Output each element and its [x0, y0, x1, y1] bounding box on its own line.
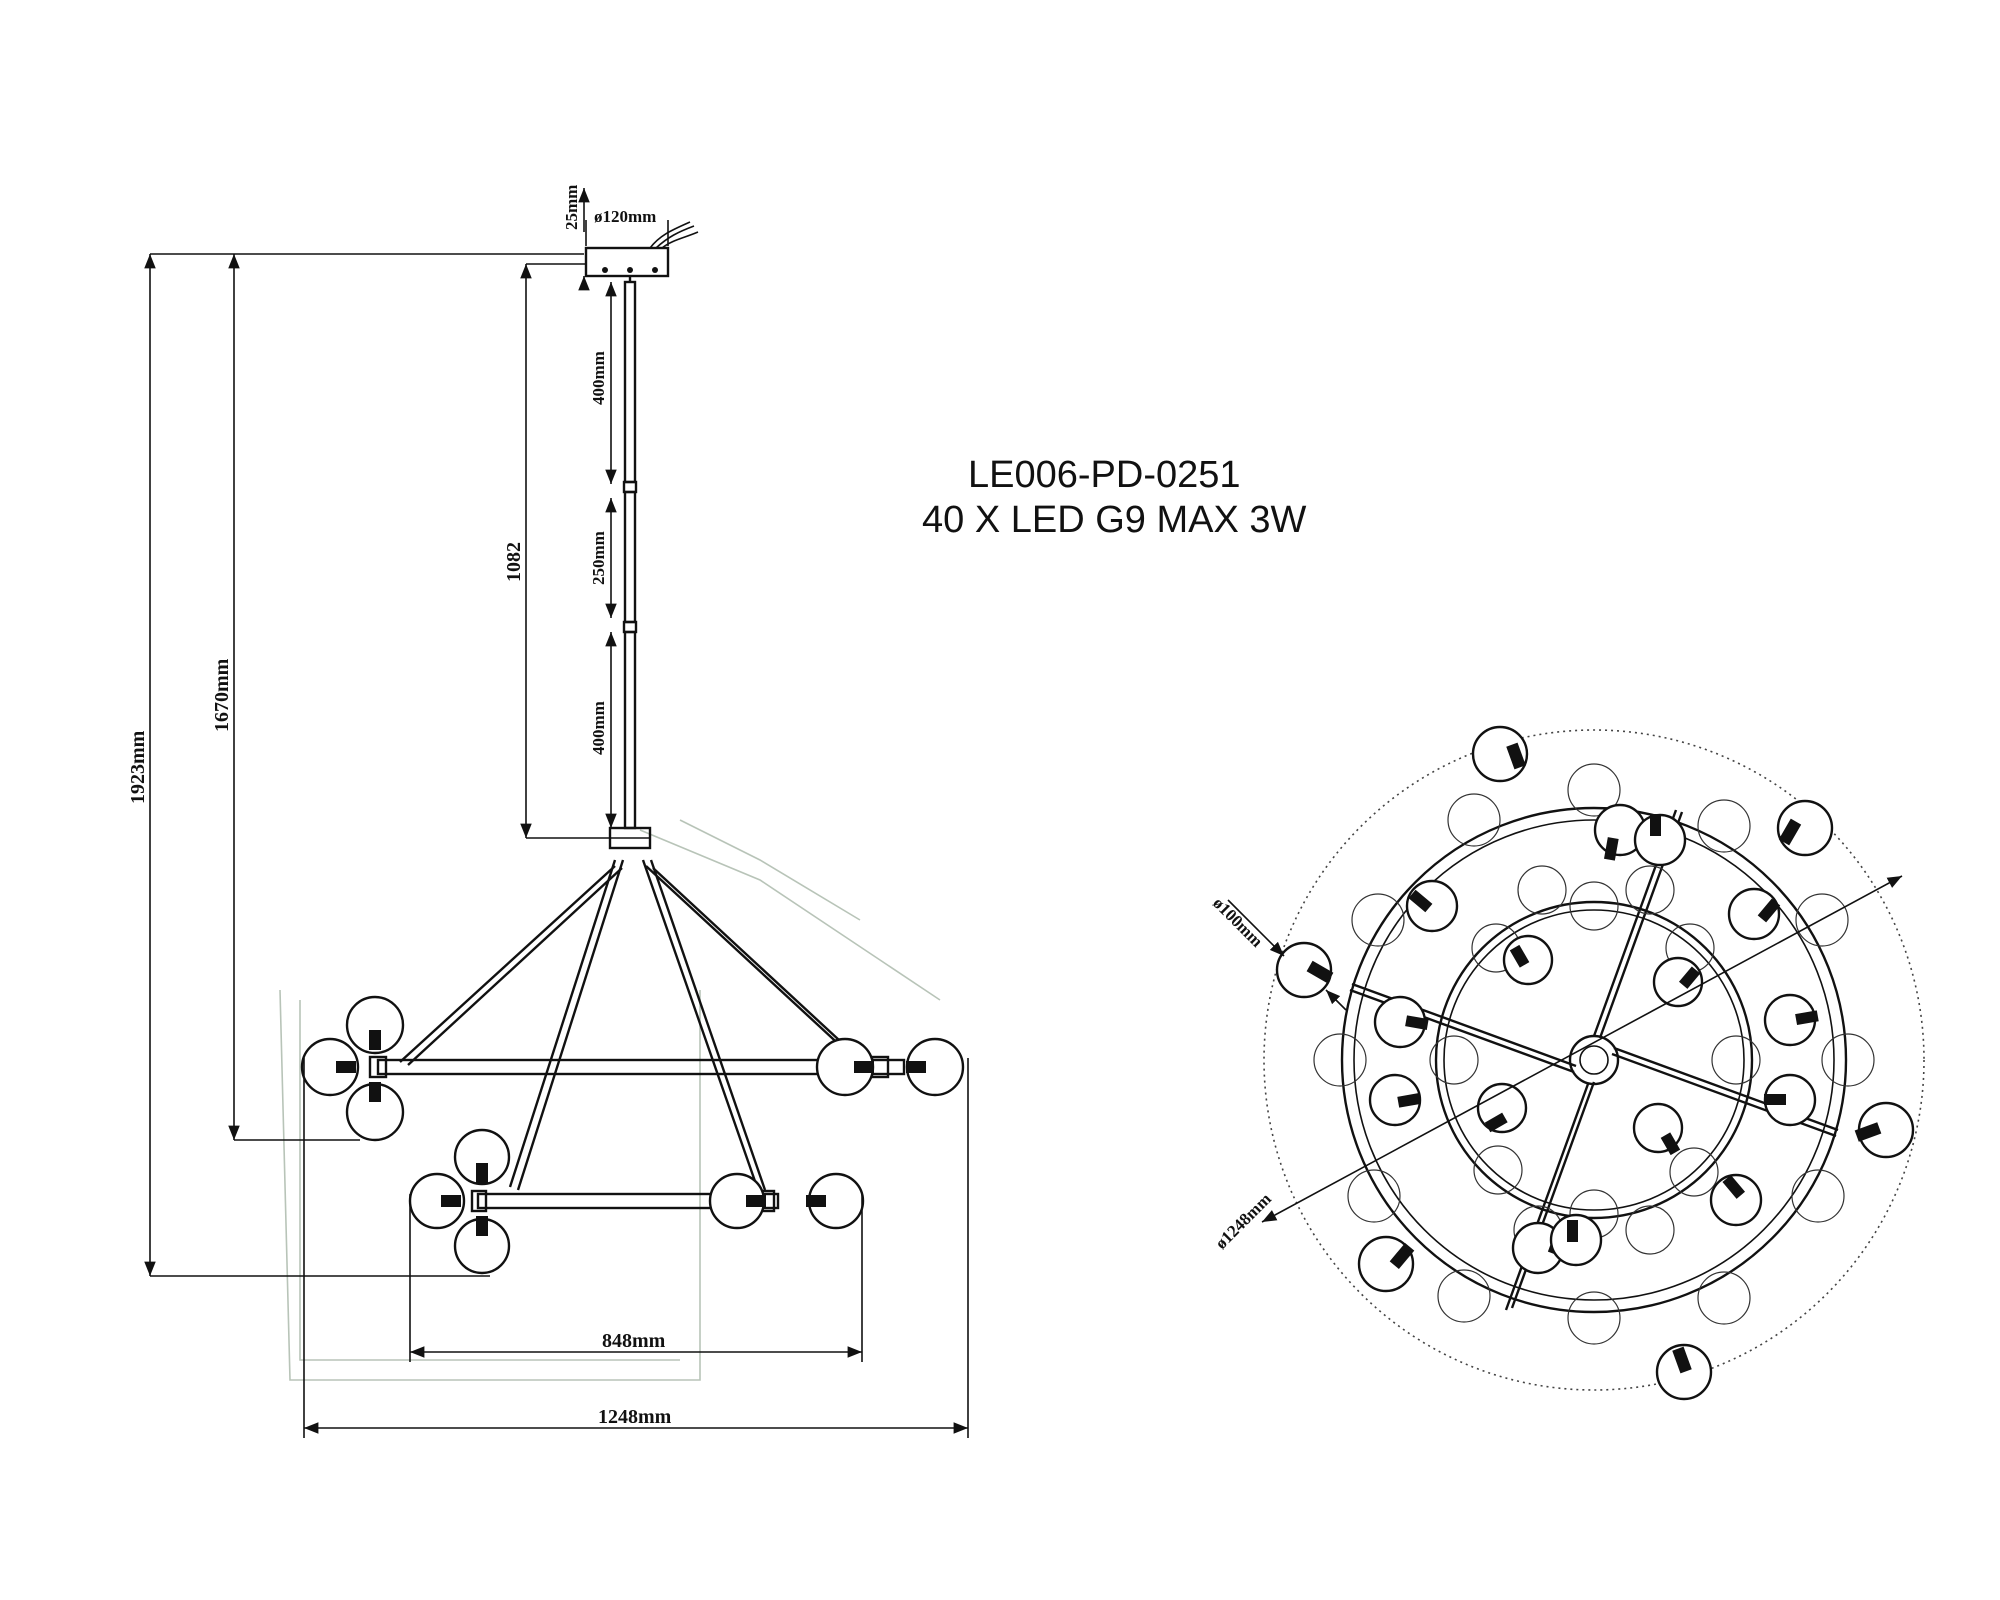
ceiling-canopy	[584, 221, 699, 278]
lower-ring-bar	[470, 1189, 780, 1213]
rod-upper-label: 400mm	[589, 351, 608, 405]
plan-outer-dotted-circle	[1263, 729, 1925, 1391]
drop-length-dimension: 1082	[503, 263, 610, 839]
rod-middle-label: 250mm	[589, 531, 608, 585]
elevation-view: 25mm ø120mm 400mm 250mm 400mm	[127, 185, 969, 1438]
globe	[345, 995, 405, 1055]
globe	[1652, 956, 1704, 1008]
globe	[453, 1128, 511, 1186]
upper-width-dimension: 1248mm	[303, 1058, 969, 1438]
lower-width-label: 848mm	[602, 1330, 666, 1352]
upper-width-label: 1248mm	[598, 1406, 672, 1428]
model-spec: 40 X LED G9 MAX 3W	[922, 499, 1306, 541]
globe	[1405, 879, 1459, 933]
globe	[1776, 799, 1834, 857]
lower-ring-globes	[408, 1128, 865, 1275]
plan-view: ø100mm ø1248mm	[1209, 725, 1925, 1401]
rod-segment-dimensions: 400mm 250mm 400mm	[589, 282, 617, 828]
canopy-diameter-label: ø120mm	[594, 207, 656, 226]
canopy-diameter-dimension: ø120mm	[585, 207, 669, 246]
background-ghost-lines	[279, 819, 941, 1381]
globe-diameter-label: ø100mm	[1209, 893, 1267, 951]
lower-width-dimension: 848mm	[409, 1194, 863, 1362]
globe-diameter-dimension: ø100mm	[1209, 893, 1347, 1011]
plan-inner-ring	[1434, 900, 1754, 1220]
height-to-upper-ring-label: 1670mm	[211, 658, 233, 732]
total-height-dimension: 1923mm	[127, 253, 490, 1277]
model-title-block: LE006-PD-0251 40 X LED G9 MAX 3W	[922, 454, 1306, 541]
canopy-height-dimension: 25mm	[562, 185, 590, 291]
globe	[1471, 725, 1529, 783]
upper-ring-globes	[300, 995, 965, 1142]
canopy-height-label: 25mm	[562, 185, 581, 230]
total-height-label: 1923mm	[127, 730, 149, 804]
height-to-upper-ring-dimension: 1670mm	[211, 253, 584, 1141]
drop-length-label: 1082	[503, 542, 525, 582]
spider-arms	[399, 859, 867, 1191]
globe	[300, 1037, 360, 1097]
suspension-rod	[608, 276, 652, 850]
model-code: LE006-PD-0251	[968, 454, 1241, 496]
rod-lower-label: 400mm	[589, 701, 608, 755]
